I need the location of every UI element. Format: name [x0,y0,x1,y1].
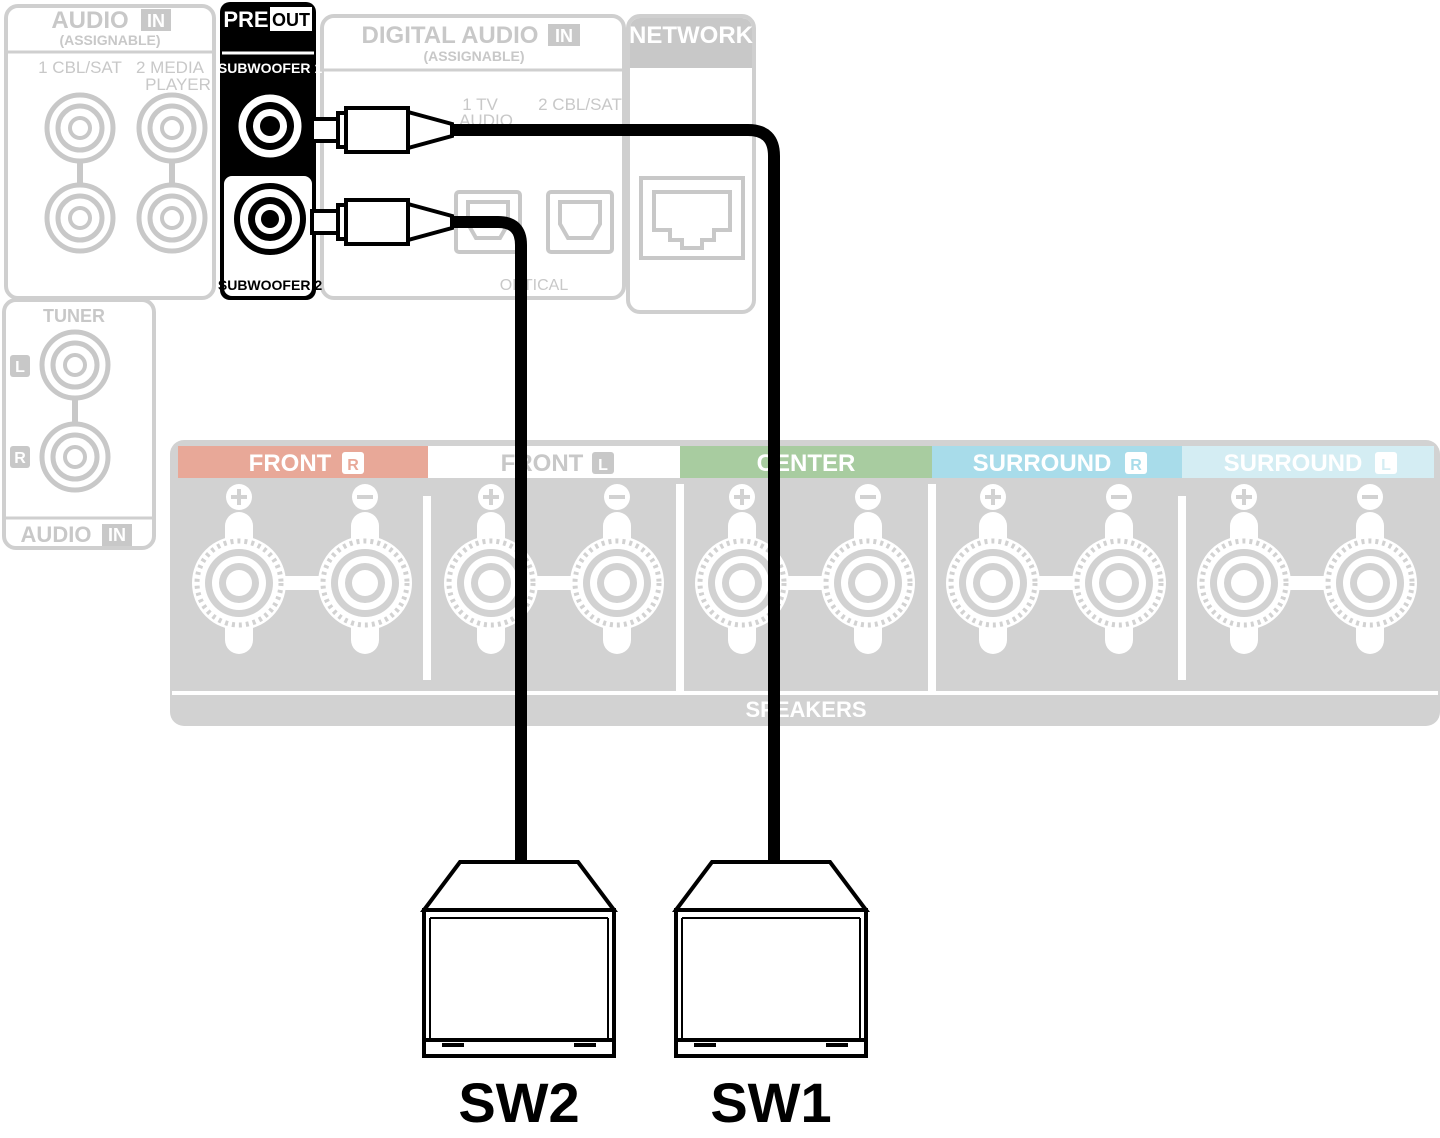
digital-audio-input2-label: 2 CBL/SAT [538,95,622,114]
channel-title-surround-r: SURROUND [973,450,1112,477]
tuner-left-badge: L [15,359,25,376]
channel-side-surround-r: R [1130,457,1142,474]
speakers-panel: FRONT R FRONT L CENTER SURROUND R SURROU… [170,440,1440,726]
audio-in-panel: AUDIO IN (ASSIGNABLE) 1 CBL/SAT 2 MEDIA … [4,4,216,300]
speaker-terminal-pair [1197,484,1417,654]
plus-icon [1231,484,1257,510]
channel-side-surround-l: L [1381,457,1391,474]
digital-audio-optical-label: OPTICAL [500,277,569,294]
plus-terminal[interactable] [192,484,286,654]
plus-icon [980,484,1006,510]
tuner-title: TUNER [43,306,105,326]
plus-icon [226,484,252,510]
rca-jack [44,182,116,254]
channel-header-front-l [428,446,680,478]
network-panel: NETWORK [626,14,756,314]
minus-terminal[interactable] [1072,484,1166,654]
tuner-panel-frame [2,298,156,550]
optical-port-2 [546,190,614,254]
subwoofer-sw2: SW2 [420,860,618,1134]
minus-icon [1357,484,1383,510]
plus-terminal[interactable] [1197,484,1291,654]
pre-out-badge: OUT [272,10,310,30]
channel-side-front-l: L [598,457,608,474]
rca-jack [136,182,208,254]
network-panel-frame [626,14,756,314]
digital-audio-input1-label: 1 TV [462,95,498,114]
speaker-terminals [192,484,1417,654]
sw2-label: SW2 [458,1071,579,1134]
tuner-right-badge: R [14,450,26,467]
subwoofer1-cable [310,106,780,864]
speaker-terminal-pair [444,484,664,654]
minus-icon [1106,484,1132,510]
channel-title-front-l: FRONT [501,450,584,477]
minus-icon [855,484,881,510]
audio-in-input2-label: 2 MEDIA [136,58,205,77]
pre-out-subwoofer1-label: SUBWOOFER 1 [218,60,322,76]
digital-audio-panel-frame [320,14,626,300]
speaker-terminal-pair [695,484,915,654]
pre-out-subwoofer2-label: SUBWOOFER 2 [218,277,322,293]
audio-in-badge: IN [147,11,165,31]
minus-icon [604,484,630,510]
plus-icon [478,484,504,510]
channel-side-front-r: R [347,457,359,474]
speakers-label: SPEAKERS [745,697,866,722]
minus-icon [352,484,378,510]
channel-title-surround-l: SURROUND [1224,450,1363,477]
plus-terminal[interactable] [444,484,538,654]
digital-audio-panel: DIGITAL AUDIO IN (ASSIGNABLE) 1 TV AUDIO… [320,14,626,300]
subwoofer2-jack[interactable] [234,183,306,255]
pre-out-title: PRE [223,7,268,32]
minus-terminal[interactable] [318,484,412,654]
digital-audio-badge: IN [555,26,573,46]
tuner-footer-badge: IN [108,525,126,545]
plus-terminal[interactable] [946,484,1040,654]
speaker-terminal-pair [946,484,1166,654]
audio-in-title: AUDIO [51,7,128,34]
plus-icon [729,484,755,510]
digital-audio-subtitle: (ASSIGNABLE) [423,48,524,64]
rca-jack [39,329,111,401]
speaker-terminal-pair [192,484,412,654]
digital-audio-title: DIGITAL AUDIO [362,22,539,49]
subwoofer1-jack[interactable] [235,91,305,161]
audio-in-subtitle: (ASSIGNABLE) [59,32,160,48]
pre-out-panel: PRE OUT SUBWOOFER 1 SUBWOOFER 2 [218,2,322,300]
audio-in-input2-label-line2: PLAYER [145,75,211,94]
tuner-panel: TUNER L R AUDIO IN [2,298,156,550]
network-title: NETWORK [629,22,754,49]
channel-header-center [680,446,932,478]
rca-jack [44,92,116,164]
channel-title-front-r: FRONT [249,450,332,477]
minus-terminal[interactable] [821,484,915,654]
sw1-label: SW1 [710,1071,831,1134]
plus-terminal[interactable] [695,484,789,654]
subwoofer-sw1: SW1 [672,860,870,1134]
subwoofer2-cable [310,198,527,864]
audio-in-badge-box [141,9,171,31]
rca-jack [39,421,111,493]
minus-terminal[interactable] [570,484,664,654]
minus-terminal[interactable] [1323,484,1417,654]
ethernet-port [639,176,745,260]
audio-in-input1-label: 1 CBL/SAT [38,58,122,77]
rca-jack [136,92,208,164]
tuner-footer-title: AUDIO [21,522,92,547]
channel-header-front-r [178,446,428,478]
